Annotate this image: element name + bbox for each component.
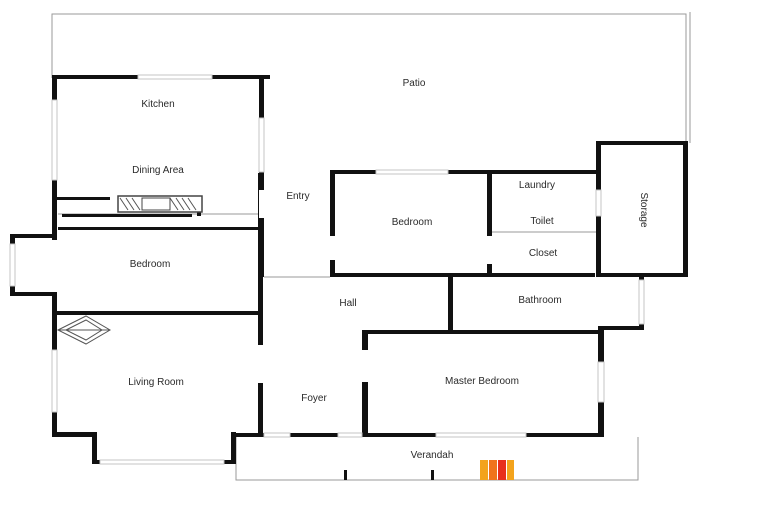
- foyer-front-window-1: [263, 432, 291, 438]
- label-verandah: Verandah: [411, 450, 454, 461]
- laundry-door-gap: [487, 236, 492, 264]
- label-toilet: Toilet: [530, 216, 554, 227]
- left-bedroom-bottom-wall: [52, 311, 262, 315]
- front-wall: [236, 433, 602, 437]
- center-bedroom-door-gap: [330, 236, 335, 260]
- fireplace: [117, 195, 203, 213]
- fireplace-hatch-icon: [119, 197, 197, 211]
- label-patio: Patio: [403, 78, 426, 89]
- dining-bottom-wall: [52, 197, 110, 200]
- label-living-room: Living Room: [128, 377, 184, 388]
- logo-bar-4: [507, 460, 514, 480]
- label-foyer: Foyer: [301, 393, 327, 404]
- entry-door-gap: [259, 190, 264, 218]
- logo-bar-3: [498, 460, 506, 480]
- master-front-window: [435, 432, 527, 438]
- living-door-gap: [258, 345, 263, 383]
- living-left-window: [51, 349, 58, 413]
- thin-outlines: [51, 12, 691, 481]
- kitchen-top-window: [137, 74, 213, 80]
- bathroom-left-wall: [448, 277, 453, 333]
- living-bottom-left: [52, 432, 94, 437]
- left-bay-bottom: [10, 292, 56, 296]
- storage-window: [595, 189, 602, 217]
- living-bay-right: [231, 432, 236, 464]
- master-right-window: [597, 361, 605, 403]
- master-door-gap: [362, 350, 368, 382]
- label-entry: Entry: [286, 191, 309, 202]
- living-bay-window: [99, 459, 225, 465]
- room-labels: Patio Kitchen Dining Area Entry Bedroom …: [128, 78, 649, 461]
- windows: [9, 74, 645, 465]
- label-hall: Hall: [339, 298, 356, 309]
- master-top-wall: [362, 330, 602, 334]
- verandah-post-1: [344, 470, 347, 480]
- bathroom-window: [638, 279, 645, 325]
- living-bay-left: [92, 432, 97, 464]
- logo-bar-1: [480, 460, 488, 480]
- center-wall-upper: [258, 173, 264, 277]
- patio-outline: [51, 13, 687, 143]
- storage-top-wall: [596, 141, 688, 145]
- kitchen-left-window: [51, 99, 58, 181]
- left-bay-top: [10, 234, 56, 238]
- left-bedroom-top-wall: [58, 227, 258, 230]
- center-bedroom-left: [330, 170, 335, 276]
- label-closet: Closet: [529, 248, 558, 259]
- brand-logo: [480, 460, 514, 480]
- verandah-post-2: [431, 470, 434, 480]
- label-dining-area: Dining Area: [132, 165, 184, 176]
- logo-bar-2: [489, 460, 497, 480]
- storage-right-wall: [683, 141, 688, 277]
- center-bedroom-top: [330, 170, 596, 174]
- center-bedroom-bottom: [330, 273, 595, 277]
- dining-bottom-wall-2: [62, 214, 192, 217]
- master-left-wall: [362, 330, 368, 437]
- center-bedroom-window: [375, 169, 449, 175]
- label-storage: Storage: [638, 192, 649, 227]
- kitchen-right-window: [258, 117, 265, 173]
- label-bathroom: Bathroom: [518, 295, 561, 306]
- storage-bottom-wall: [596, 273, 688, 277]
- hearth-icon: [56, 315, 111, 345]
- center-bedroom-right: [487, 170, 492, 276]
- foyer-front-window-2: [337, 432, 363, 438]
- label-laundry: Laundry: [519, 180, 555, 191]
- label-kitchen: Kitchen: [141, 99, 174, 110]
- label-bedroom-center: Bedroom: [392, 217, 433, 228]
- doorways: [258, 190, 492, 383]
- label-bedroom-left: Bedroom: [130, 259, 171, 270]
- label-master-bedroom: Master Bedroom: [445, 376, 519, 387]
- left-bay-window: [9, 243, 16, 287]
- walls: [10, 75, 688, 480]
- bathroom-bottom-wall: [598, 326, 644, 330]
